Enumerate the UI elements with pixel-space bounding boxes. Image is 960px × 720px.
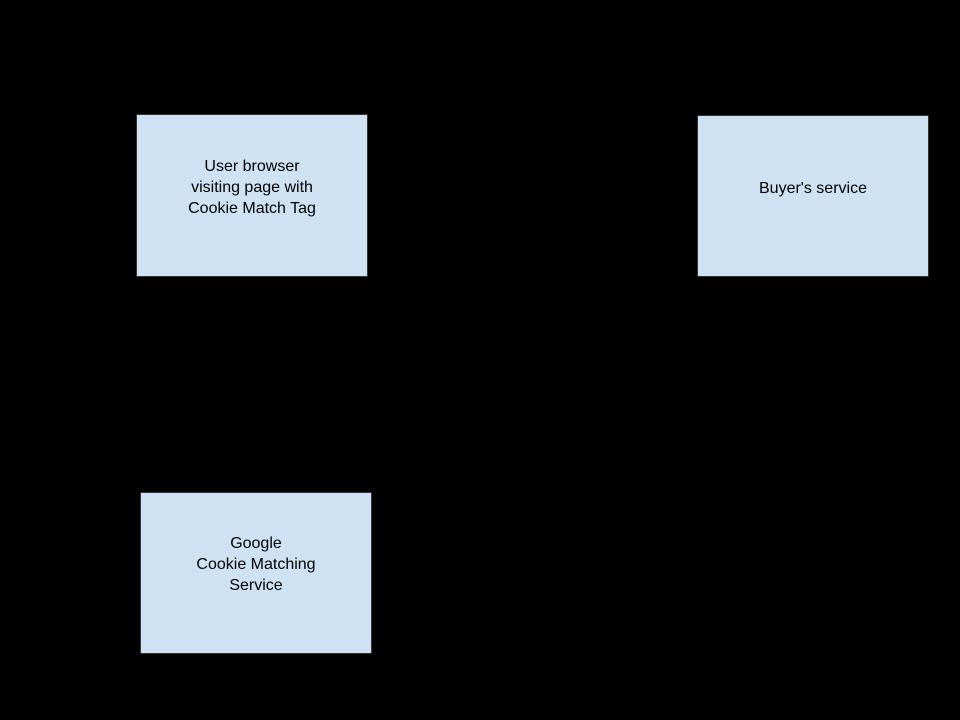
node-label-line: Buyer's service [759, 179, 867, 197]
node-label-line: Service [229, 576, 283, 594]
node-buyers-service: Buyer's service [697, 115, 929, 277]
node-label-line: Cookie Matching [196, 555, 316, 573]
node-google-cookie-matching-service: Google Cookie Matching Service [140, 492, 372, 654]
node-buyers-service-label: Buyer's service [759, 178, 867, 199]
node-label-line: User browser [204, 158, 300, 175]
node-label-line: Cookie Match Tag [188, 200, 316, 217]
node-label-line: Google [230, 534, 282, 552]
node-user-browser: User browser visiting page with Cookie M… [136, 114, 368, 277]
node-label-line: visiting page with [191, 179, 313, 196]
node-google-cookie-matching-service-label: Google Cookie Matching Service [196, 533, 315, 596]
node-user-browser-label: User browser visiting page with Cookie M… [188, 156, 316, 219]
